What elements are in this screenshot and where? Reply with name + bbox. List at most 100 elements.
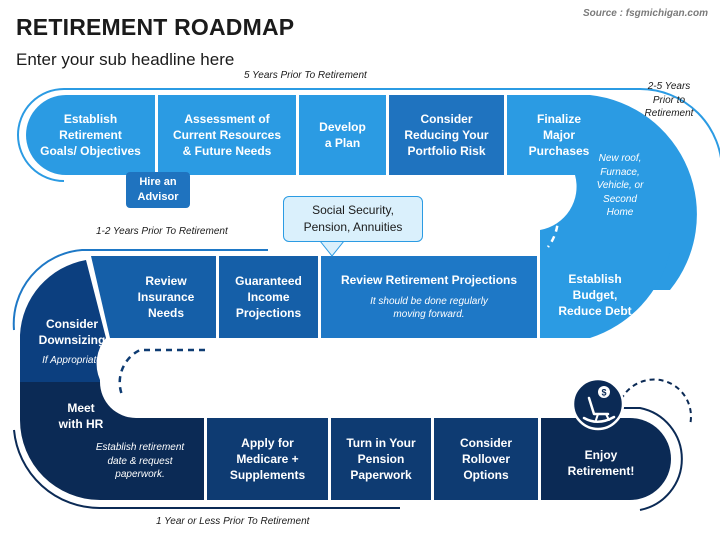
road-lane-right (544, 184, 560, 248)
step-text: Supplements (229, 468, 306, 483)
step-text: Needs (147, 306, 185, 321)
hire-advisor-tag: Hire an Advisor (126, 172, 190, 208)
step-review-projections: Review Retirement Projections It should … (321, 256, 537, 338)
step-text: Options (463, 468, 509, 483)
step-text: Guaranteed (235, 273, 302, 288)
page-title: RETIREMENT ROADMAP (16, 14, 295, 40)
step-text: with HR (58, 417, 104, 431)
step-text: Finalize (536, 111, 581, 126)
purchases-note-line: Vehicle, or (596, 180, 644, 191)
step-text: Goals/ Objectives (40, 144, 141, 159)
step-reduce-risk: Consider Reducing Your Portfolio Risk (389, 95, 504, 175)
step-rollover-options: Consider Rollover Options (434, 418, 538, 500)
step-consider-downsizing: Consider Downsizing If Appropriate (22, 300, 122, 380)
road-row3-medicare (207, 418, 328, 500)
step-meet-hr: Meet with HR (26, 398, 136, 434)
road-row1-left (26, 95, 155, 175)
step-establish-budget: Establish Budget, Reduce Debt (540, 252, 650, 338)
step-text: Reducing Your (404, 127, 489, 142)
step-text: Rollover (461, 451, 510, 466)
step-text: Purchases (528, 144, 590, 159)
purchases-note-line: New roof, (598, 153, 642, 164)
step-major-purchases: Finalize Major Purchases (507, 95, 611, 175)
step-text: Consider (420, 111, 473, 126)
advisor-text: Advisor (137, 191, 179, 203)
step-text: Establish (63, 111, 118, 126)
advisor-text: Hire an (139, 175, 177, 188)
social-security-callout: Social Security, Pension, Annuities (283, 196, 423, 242)
note-2-5-years-line1: 2-5 Years (647, 81, 691, 92)
step-subtext: It should be done regularly (370, 295, 488, 307)
road-end-outline (612, 407, 683, 511)
note-2-5-years-line2: Prior to (652, 94, 686, 106)
step-enjoy-retirement: Enjoy Retirement! (541, 426, 661, 500)
page-subtitle: Enter your sub headline here (16, 50, 235, 69)
step-text: a Plan (324, 136, 361, 150)
svg-text:$: $ (601, 388, 606, 398)
callout-pointer (318, 240, 346, 257)
step-text: Insurance (137, 289, 195, 304)
road-row2-projections (321, 256, 537, 338)
note-2-5-years-line3: Retirement (644, 108, 694, 119)
step-text: Retirement! (567, 464, 635, 478)
hr-note: Establish retirement date & request pape… (80, 441, 200, 482)
road-row3-pension (331, 418, 431, 500)
road-row2-downsizing (20, 260, 106, 382)
callout-text: Pension, Annuities (303, 220, 403, 234)
step-text: Turn in Your (346, 435, 416, 450)
step-establish-goals: Establish Retirement Goals/ Objectives (26, 95, 155, 175)
step-subtext: If Appropriate (42, 355, 102, 367)
road-row3-rollover (434, 418, 538, 500)
step-text: Enjoy (584, 447, 618, 462)
road-row1-b3 (299, 95, 386, 175)
step-text: Income (247, 289, 290, 304)
step-text: Portfolio Risk (407, 144, 486, 159)
step-text: Review (145, 273, 187, 288)
source-credit: Source : fsgmichigan.com (582, 8, 708, 19)
road-row3-enjoy (541, 418, 671, 500)
road-bottom-outline (13, 429, 400, 510)
step-assessment: Assessment of Current Resources & Future… (158, 95, 296, 175)
step-text: Medicare + (236, 451, 299, 466)
step-text: Establish (568, 271, 622, 286)
road-lane-left (118, 348, 205, 396)
purchases-note-line: Second (603, 193, 637, 205)
purchases-note-line: Furnace, (600, 166, 640, 178)
step-text: Consider (45, 317, 98, 331)
step-text: Downsizing (38, 333, 106, 348)
step-text: Budget, (572, 287, 618, 302)
step-text: Reduce Debt (558, 304, 632, 319)
road-row2-insurance (91, 256, 216, 338)
road-row1-b2 (158, 95, 296, 175)
note-2-5-years: 2-5 Years Prior to Retirement (634, 80, 704, 121)
step-guaranteed-income: Guaranteed Income Projections (219, 256, 318, 338)
step-text: Major (542, 127, 575, 142)
purchases-note-line: Home (606, 207, 634, 218)
road-row3-hr (20, 382, 204, 500)
road-budget (540, 252, 670, 338)
hr-note-line: paperwork. (115, 469, 165, 480)
callout-text: Social Security, (312, 202, 394, 217)
note-1-2-years: 1-2 Years Prior To Retirement (96, 226, 228, 237)
step-subtext: moving forward. (393, 309, 465, 321)
step-text: Pension (357, 451, 405, 466)
step-text: Consider (459, 435, 512, 450)
note-1-year: 1 Year or Less Prior To Retirement (156, 516, 310, 527)
step-apply-medicare: Apply for Medicare + Supplements (207, 418, 328, 500)
step-text: Projections (235, 306, 302, 321)
step-develop-plan: Develop a Plan (299, 95, 386, 175)
hr-note-line: Establish retirement (95, 442, 185, 453)
step-text: Apply for (241, 435, 294, 450)
hr-note-line: date & request (107, 455, 173, 467)
step-text: Develop (319, 119, 366, 134)
step-text: Meet (67, 400, 95, 415)
step-text: Retirement (59, 127, 122, 142)
rocking-chair-dollar-icon: $ (571, 377, 625, 431)
step-review-insurance: Review Insurance Needs (116, 256, 216, 338)
note-5-years: 5 Years Prior To Retirement (244, 70, 367, 81)
road-right-curve (507, 95, 697, 290)
road-row2-income (219, 256, 318, 338)
step-text: Current Resources (172, 127, 282, 142)
road-row1-b4 (389, 95, 504, 175)
